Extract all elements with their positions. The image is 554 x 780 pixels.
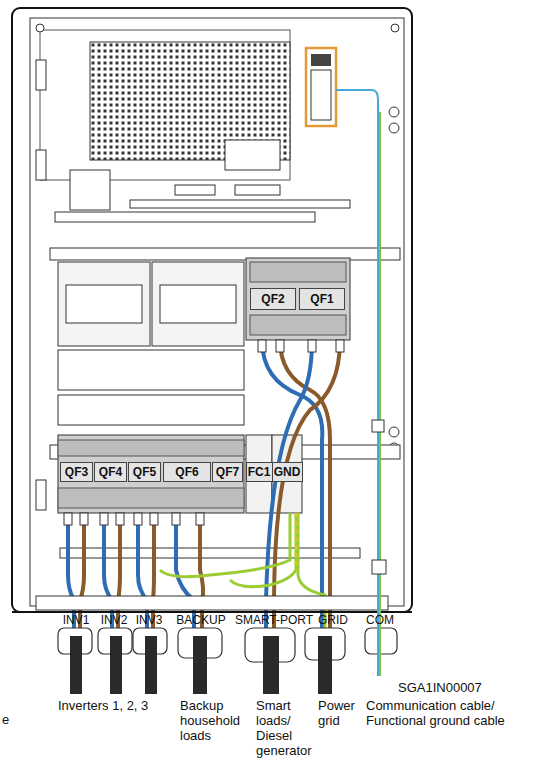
ground-terminal-label: GND [272, 462, 303, 482]
cable-caption: Smart loads/ Diesel generator [256, 698, 322, 758]
cable-caption: Communication cable/ Functional ground c… [366, 698, 536, 728]
breaker-label: QF7 [212, 462, 243, 482]
port-label: INV1 [58, 613, 94, 627]
figure-code: SGA1IN00007 [398, 680, 508, 695]
breaker-name: QF7 [216, 465, 239, 479]
port-label: INV2 [96, 613, 132, 627]
breaker-label: QF3 [60, 462, 93, 482]
port-label: SMART-PORT [232, 613, 316, 627]
breaker-name: QF4 [99, 465, 122, 479]
breaker-name: QF3 [65, 465, 88, 479]
breaker-name: QF5 [133, 465, 156, 479]
port-label: BACKUP [170, 613, 232, 627]
cable-caption: Power grid [318, 698, 364, 728]
port-label: INV3 [131, 613, 167, 627]
breaker-label: QF2 [250, 288, 296, 310]
breaker-label: QF5 [128, 462, 161, 482]
breaker-name: QF2 [261, 292, 284, 306]
breaker-label: QF4 [94, 462, 127, 482]
breaker-name: FC1 [248, 465, 271, 479]
port-label: COM [360, 613, 400, 627]
breaker-label: QF6 [163, 462, 211, 482]
breaker-name: GND [274, 465, 301, 479]
breaker-name: QF6 [175, 465, 198, 479]
cable-caption: Inverters 1, 2, 3 [58, 698, 176, 713]
cable-caption: Backup household loads [180, 698, 250, 743]
breaker-label: QF1 [299, 288, 345, 310]
breaker-name: QF1 [310, 292, 333, 306]
surge-protector-label: FC1 [246, 462, 273, 482]
cropped-text: e [2, 712, 16, 727]
port-label: GRID [314, 613, 352, 627]
